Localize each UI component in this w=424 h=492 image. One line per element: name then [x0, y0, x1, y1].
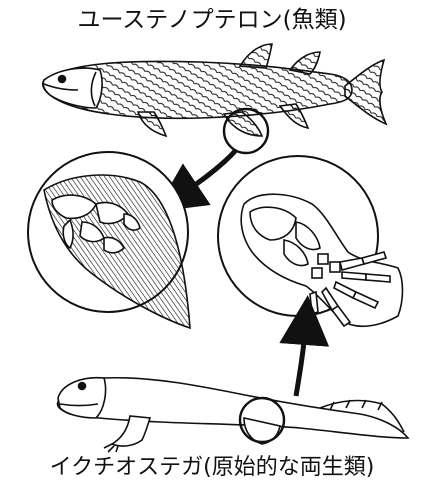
fish-fin-detail: [28, 152, 190, 328]
ichthyostega-amphibian: [58, 378, 409, 452]
eusthenopteron-fish: [43, 44, 386, 136]
caption-ichthyostega: イクチオステガ(原始的な両生類): [0, 454, 424, 482]
arrow-fish-to-detail: [176, 150, 236, 198]
arrow-amphibian-to-detail: [296, 320, 306, 396]
ichthyostega-limb-detail: [218, 156, 403, 326]
